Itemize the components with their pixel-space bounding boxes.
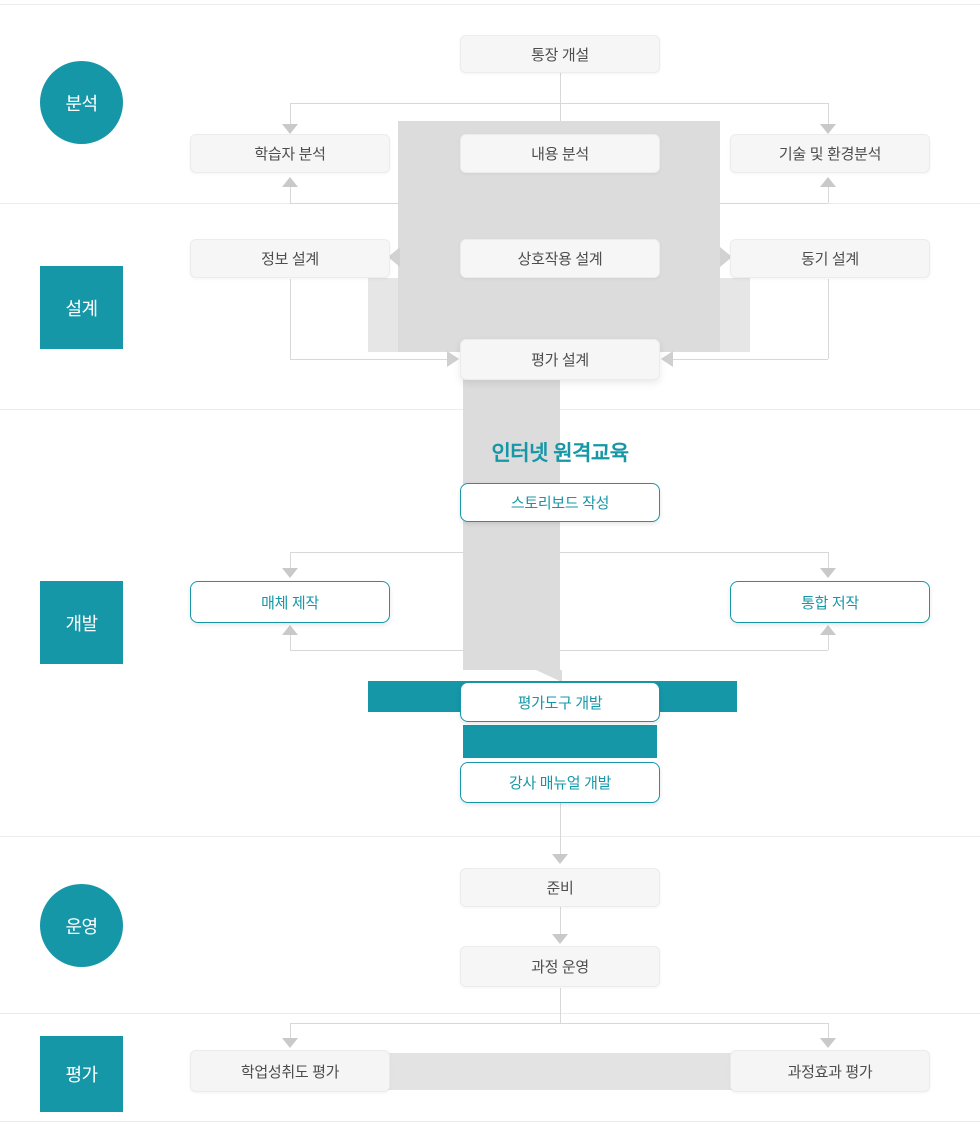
connector-line (290, 552, 291, 568)
connector-line (828, 279, 829, 359)
node-evaluation-design: 평가 설계 (460, 339, 660, 380)
node-content-analysis: 내용 분석 (460, 134, 660, 173)
node-info-design: 정보 설계 (190, 239, 390, 278)
flow-wing-right (720, 278, 750, 352)
connector-line (290, 552, 463, 553)
flow-wing-left (368, 278, 398, 352)
arrowhead-right-icon (447, 351, 459, 367)
arrowhead-up-icon (282, 625, 298, 635)
connector-line (828, 635, 829, 650)
node-instructor-manual-dev: 강사 매뉴얼 개발 (460, 762, 660, 803)
connector-line (290, 635, 291, 650)
connector-line (560, 988, 561, 1023)
teal-band-manual (463, 725, 657, 758)
connector-line (290, 650, 463, 651)
arrowhead-down-icon (820, 568, 836, 578)
node-course-effect-eval: 과정효과 평가 (730, 1050, 930, 1092)
connector-line (290, 359, 448, 360)
node-storyboard: 스토리보드 작성 (460, 483, 660, 522)
stage-analysis-label: 분석 (65, 93, 98, 114)
connector-line (560, 552, 828, 553)
center-title: 인터넷 원격교육 (491, 442, 629, 465)
connector-line (290, 103, 828, 104)
flow-arrow-left-icon (388, 247, 400, 267)
connector-line (828, 187, 829, 203)
stage-operation-label: 운영 (65, 916, 98, 937)
arrowhead-down-icon (552, 934, 568, 944)
connector-line (290, 203, 398, 204)
connector-line (290, 279, 291, 359)
connector-line (828, 103, 829, 124)
arrowhead-up-icon (820, 177, 836, 187)
node-eval-tool-dev: 평가도구 개발 (460, 682, 660, 722)
connector-line (290, 187, 291, 203)
connector-line (560, 650, 828, 651)
stage-design-label: 설계 (65, 298, 98, 319)
node-media-production: 매체 제작 (190, 581, 390, 623)
arrowhead-left-icon (661, 351, 673, 367)
section-divider (0, 4, 980, 5)
section-divider (0, 1013, 980, 1014)
stage-operation-badge: 운영 (40, 884, 123, 967)
connector-line (560, 72, 561, 121)
node-tech-env-analysis: 기술 및 환경분석 (730, 134, 930, 173)
evaluation-connect-band (388, 1053, 736, 1090)
flow-arrow-right-icon (720, 247, 732, 267)
connector-line (672, 359, 828, 360)
connector-line (290, 103, 291, 124)
arrowhead-down-icon (282, 568, 298, 578)
node-integrated-authoring: 통합 저작 (730, 581, 930, 623)
connector-line (828, 1023, 829, 1038)
connector-line (290, 1023, 291, 1038)
node-motivation-design: 동기 설계 (730, 239, 930, 278)
arrowhead-down-icon (820, 1038, 836, 1048)
arrowhead-up-icon (820, 625, 836, 635)
node-course-operation: 과정 운영 (460, 946, 660, 987)
arrowhead-down-icon (552, 854, 568, 864)
connector-line (828, 552, 829, 568)
stage-evaluation-badge: 평가 (40, 1036, 123, 1112)
stage-analysis-badge: 분석 (40, 61, 123, 144)
arrowhead-down-icon (820, 124, 836, 134)
node-account-opening: 통장 개설 (460, 35, 660, 73)
connector-line (720, 203, 828, 204)
stage-development-label: 개발 (65, 613, 98, 634)
connector-line (290, 1023, 828, 1024)
arrowhead-down-icon (282, 1038, 298, 1048)
connector-line (560, 906, 561, 934)
arrowhead-down-icon (282, 124, 298, 134)
node-learner-analysis: 학습자 분석 (190, 134, 390, 173)
stage-development-badge: 개발 (40, 581, 123, 664)
node-achievement-eval: 학업성취도 평가 (190, 1050, 390, 1092)
flow-band-tip-icon (536, 670, 562, 682)
section-divider (0, 836, 980, 837)
arrowhead-up-icon (282, 177, 298, 187)
node-preparation: 준비 (460, 868, 660, 907)
stage-design-badge: 설계 (40, 266, 123, 349)
connector-line (560, 803, 561, 854)
stage-evaluation-label: 평가 (65, 1065, 98, 1085)
node-interaction-design: 상호작용 설계 (460, 239, 660, 278)
section-divider (0, 1121, 980, 1122)
